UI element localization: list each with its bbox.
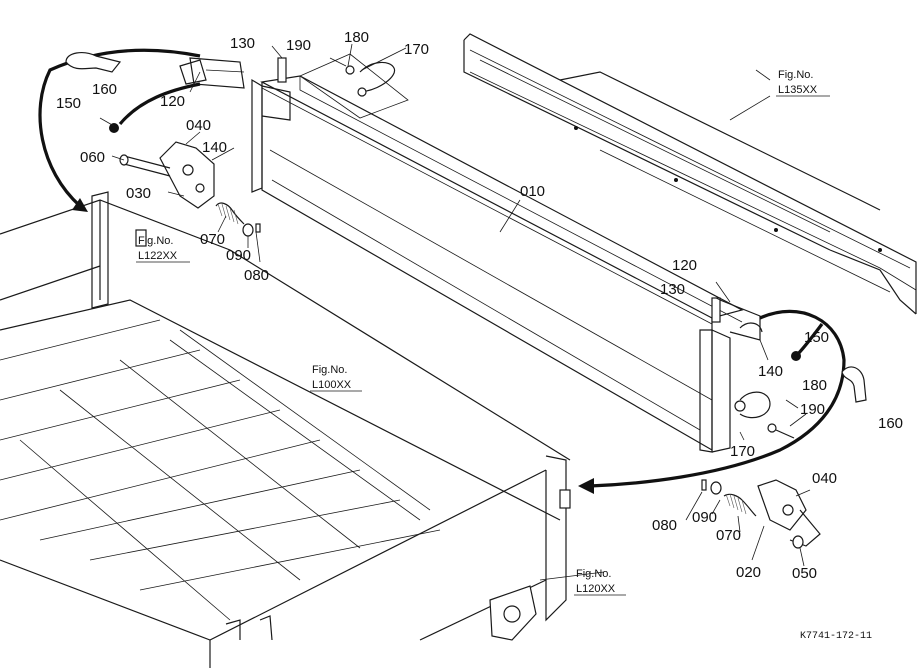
leader-lines: [99, 43, 811, 581]
left-hinge-assembly: [119, 57, 291, 237]
callout-070-right: 070: [716, 527, 741, 544]
callout-150-right: 150: [804, 329, 829, 346]
figure-ref-label: Fig.No.: [576, 568, 611, 580]
callout-080-right: 080: [652, 517, 677, 534]
pin-parts-top: [299, 53, 409, 119]
callout-040-right: 040: [812, 470, 837, 487]
figure-ref-label: Fig.No.: [138, 235, 173, 247]
figure-references: Fig.No. L135XX Fig.No. L122XX Fig.No. L1…: [136, 69, 830, 596]
callout-150-left: 150: [56, 95, 81, 112]
cargo-bed-floor: [0, 191, 571, 668]
figure-ref-l122: Fig.No. L122XX: [136, 235, 190, 263]
side-rail-panel: [463, 33, 917, 315]
figure-ref-label: Fig.No.: [312, 364, 347, 376]
callout-070-left: 070: [200, 231, 225, 248]
callout-180-top: 180: [344, 29, 369, 46]
callout-190-right: 190: [800, 401, 825, 418]
callout-140-right: 140: [758, 363, 783, 380]
callout-120-right: 120: [672, 257, 697, 274]
figure-ref-l100: Fig.No. L100XX: [310, 364, 362, 392]
right-hinge-assembly: [699, 297, 821, 549]
figure-ref-code: L100XX: [312, 379, 352, 391]
callout-160-right: 160: [878, 415, 903, 432]
callout-010: 010: [520, 183, 545, 200]
callout-040-left: 040: [186, 117, 211, 134]
callout-050: 050: [792, 565, 817, 582]
callout-labels: 010 020 030 040 040 050 060 070 070 080 …: [56, 29, 903, 582]
callout-170-top: 170: [404, 41, 429, 58]
callout-190-top: 190: [286, 37, 311, 54]
gate-panel: [260, 75, 744, 452]
callout-130-left: 130: [230, 35, 255, 52]
callout-090-left: 090: [226, 247, 251, 264]
callout-170-bottom: 170: [730, 443, 755, 460]
figure-ref-code: L135XX: [778, 84, 818, 96]
callout-090-right: 090: [692, 509, 717, 526]
callout-180-right: 180: [802, 377, 827, 394]
figure-ref-code: L120XX: [576, 583, 616, 595]
callout-160-left: 160: [92, 81, 117, 98]
hair-pin-clips: [65, 52, 867, 403]
callout-130-right: 130: [660, 281, 685, 298]
figure-ref-l135: Fig.No. L135XX: [776, 69, 830, 97]
callout-020: 020: [736, 564, 761, 581]
callout-080-left: 080: [244, 267, 269, 284]
figure-ref-label: Fig.No.: [778, 69, 813, 81]
figure-ref-code: L122XX: [138, 250, 178, 262]
figure-ref-l120: Fig.No. L120XX: [574, 568, 626, 596]
assembly-arrows: [38, 48, 846, 494]
callout-140-left: 140: [202, 139, 227, 156]
callout-060: 060: [80, 149, 105, 166]
callout-120-left: 120: [160, 93, 185, 110]
drawing-code: K7741-172-11: [800, 631, 872, 642]
callout-030: 030: [126, 185, 151, 202]
